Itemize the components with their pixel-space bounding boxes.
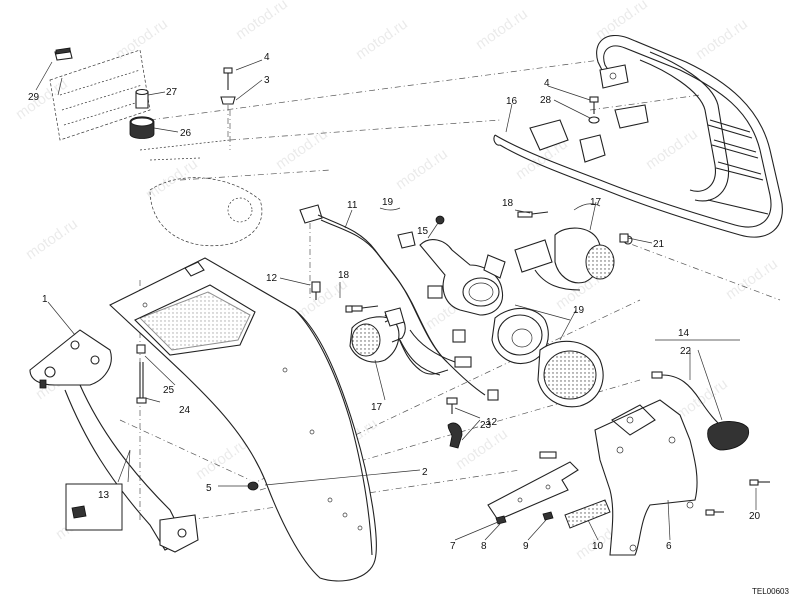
inset-detail-13: [65, 483, 123, 531]
callout-2: 2: [422, 467, 428, 478]
watermark: motod.ru: [643, 125, 701, 173]
rubber-mount-26-27: [129, 88, 155, 139]
watermark: motod.ru: [673, 375, 731, 423]
socket-12-lower: [446, 397, 463, 449]
callout-12: 12: [266, 273, 278, 284]
number-plate-holder-6: [594, 399, 698, 556]
callout-22: 22: [680, 346, 692, 357]
right-turn-indicator: [514, 211, 633, 291]
callout-18: 18: [502, 198, 514, 209]
callout-labels: 1 2 3 4 4 5 6 7 8 9 10 11 12 12 13 14 15…: [28, 52, 761, 552]
callout-28: 28: [540, 95, 552, 106]
tail-light-unit: [491, 307, 604, 408]
watermark: motod.ru: [353, 15, 411, 63]
fender-bracket-1: [29, 329, 199, 553]
watermark: motod.ru: [23, 215, 81, 263]
callout-29: 29: [28, 92, 40, 103]
callout-18: 18: [338, 270, 350, 281]
callout-16: 16: [506, 96, 518, 107]
callout-26: 26: [180, 128, 192, 139]
callout-17: 17: [590, 197, 602, 208]
nut-29: [54, 47, 73, 61]
watermark: motod.ru: [273, 125, 331, 173]
callout-5: 5: [206, 483, 212, 494]
callout-21: 21: [653, 239, 665, 250]
nut-9: [542, 511, 554, 521]
callout-6: 6: [666, 541, 672, 552]
callout-15: 15: [417, 226, 429, 237]
callout-14: 14: [678, 328, 690, 339]
watermark: motod.ru: [13, 75, 71, 123]
callout-25: 25: [163, 385, 175, 396]
callout-19: 19: [573, 305, 585, 316]
socket-12-upper: [311, 281, 321, 300]
callout-13: 13: [98, 490, 110, 501]
screw-18-left: [345, 305, 353, 313]
callout-3: 3: [264, 75, 270, 86]
reflector-10: [564, 499, 611, 529]
left-turn-indicator: [349, 305, 441, 376]
watermark: motod.ru: [693, 15, 751, 63]
frame-rear-subframe-ghost: [49, 49, 263, 247]
wiring-harness-11: [299, 204, 499, 401]
callout-17: 17: [371, 402, 383, 413]
screw-and-washer-4-28: [588, 96, 600, 124]
rear-grab-rail-16: [493, 35, 783, 238]
callout-1: 1: [42, 294, 48, 305]
reflector-bracket-7: [487, 451, 579, 521]
drawing-code: TEL00603: [752, 587, 789, 596]
callout-9: 9: [523, 541, 529, 552]
watermark: motod.ru: [593, 0, 651, 43]
tail-light-holder: [397, 215, 506, 316]
callout-23: 23: [480, 420, 492, 431]
callout-27: 27: [166, 87, 178, 98]
callout-7: 7: [450, 541, 456, 552]
callout-leader-lines: [35, 59, 757, 541]
watermark: motod.ru: [143, 155, 201, 203]
number-plate-light-22: [651, 371, 750, 451]
watermark: motod.ru: [233, 0, 291, 43]
grommet-5: [247, 481, 259, 491]
callout-19: 19: [382, 197, 394, 208]
watermark: motod.ru: [473, 5, 531, 53]
callout-11: 11: [347, 200, 358, 211]
callout-8: 8: [481, 541, 487, 552]
bolt-24-washer-25: [136, 344, 147, 404]
rear-mudguard-2: [109, 257, 377, 582]
callout-10: 10: [592, 541, 604, 552]
callout-4: 4: [544, 78, 550, 89]
callout-20: 20: [749, 511, 761, 522]
watermark: motod.ru: [723, 255, 781, 303]
callout-4: 4: [264, 52, 270, 63]
callout-24: 24: [179, 405, 191, 416]
watermark: motod.ru: [393, 145, 451, 193]
callout-12: 12: [486, 417, 498, 428]
screw-and-washer-3-4: [220, 67, 236, 140]
